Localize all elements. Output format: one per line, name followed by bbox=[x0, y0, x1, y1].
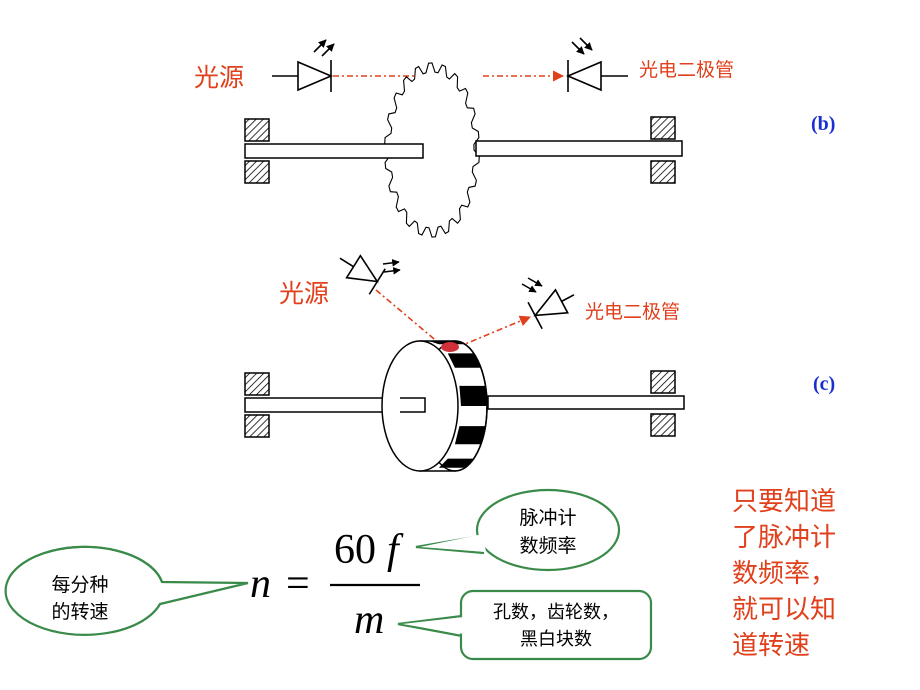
bearing-right-top-b bbox=[650, 116, 676, 140]
shaft-stub-c bbox=[400, 398, 425, 412]
photodiode-label-c: 光电二极管 bbox=[585, 301, 680, 323]
photodiode-label-b: 光电二极管 bbox=[639, 59, 734, 81]
photodiode-icon-b bbox=[565, 37, 628, 92]
note-line-3: 数频率， bbox=[732, 559, 836, 589]
encoder-black-block bbox=[438, 458, 474, 468]
shaft-left-b bbox=[244, 143, 424, 159]
formula-numerator-var: f bbox=[387, 527, 404, 573]
formula-numerator-coef: 60 bbox=[334, 527, 376, 573]
led-rays-icon-c bbox=[382, 259, 401, 275]
encoder-disc-c bbox=[381, 340, 488, 472]
bearing-right-bottom-b bbox=[650, 160, 676, 184]
photodiode-icon-c bbox=[527, 288, 575, 330]
bearing-right-top-c bbox=[650, 370, 676, 394]
light-source-label-c: 光源 bbox=[279, 279, 329, 308]
light-beam-out-c bbox=[457, 315, 532, 348]
callout-counts: 孔数，齿轮数， 黑白块数 bbox=[397, 589, 653, 661]
encoder-black-block bbox=[459, 385, 487, 406]
note-line-5: 道转速 bbox=[732, 631, 810, 661]
callout-speed-line-1: 每分种 bbox=[51, 574, 108, 596]
figure-tag-c: (c) bbox=[813, 373, 835, 395]
callout-pulse-line-1: 脉冲计 bbox=[519, 507, 576, 529]
encoder-black-block bbox=[447, 353, 481, 368]
formula-denominator: m bbox=[354, 597, 384, 643]
callout-pulse-line-2: 数频率 bbox=[519, 535, 576, 557]
formula-equals: = bbox=[286, 561, 310, 607]
formula-lhs: n bbox=[250, 561, 271, 607]
light-beam-in-c bbox=[375, 289, 447, 350]
formula: n = 60 f m bbox=[250, 527, 420, 643]
led-emitter-icon-c bbox=[339, 254, 386, 295]
callout-counts-line-1: 孔数，齿轮数， bbox=[493, 602, 619, 623]
callout-speed: 每分种 的转速 bbox=[2, 545, 249, 637]
shaft-right-b bbox=[475, 140, 683, 157]
bearing-right-bottom-c bbox=[650, 413, 676, 437]
figure-tag-b: (b) bbox=[811, 113, 835, 135]
bearing-left-bottom-c bbox=[244, 414, 270, 438]
callout-counts-line-2: 黑白块数 bbox=[520, 629, 592, 650]
encoder-black-block bbox=[454, 426, 486, 445]
bearing-left-top-c bbox=[244, 372, 270, 396]
note-line-2: 了脉冲计 bbox=[732, 523, 836, 553]
shaft-right-c bbox=[487, 395, 685, 410]
bearing-left-top-b bbox=[244, 118, 270, 142]
note-line-1: 只要知道 bbox=[732, 487, 836, 517]
note-line-4: 就可以知 bbox=[732, 595, 836, 625]
diagram-c: 光源 光电二极管 bbox=[244, 254, 835, 472]
callout-pulse-freq: 脉冲计 数频率 bbox=[415, 488, 621, 572]
diagram-b: 光源 光电二极管 (b) bbox=[194, 37, 835, 238]
callout-speed-line-2: 的转速 bbox=[51, 601, 108, 623]
led-emitter-icon-b bbox=[272, 39, 335, 92]
photodiode-rays-icon-c bbox=[521, 277, 543, 293]
light-spot-c bbox=[441, 342, 459, 352]
bearing-left-bottom-b bbox=[244, 160, 270, 184]
note-text: 只要知道 了脉冲计 数频率， 就可以知 道转速 bbox=[732, 487, 836, 661]
light-source-label-b: 光源 bbox=[194, 63, 244, 92]
